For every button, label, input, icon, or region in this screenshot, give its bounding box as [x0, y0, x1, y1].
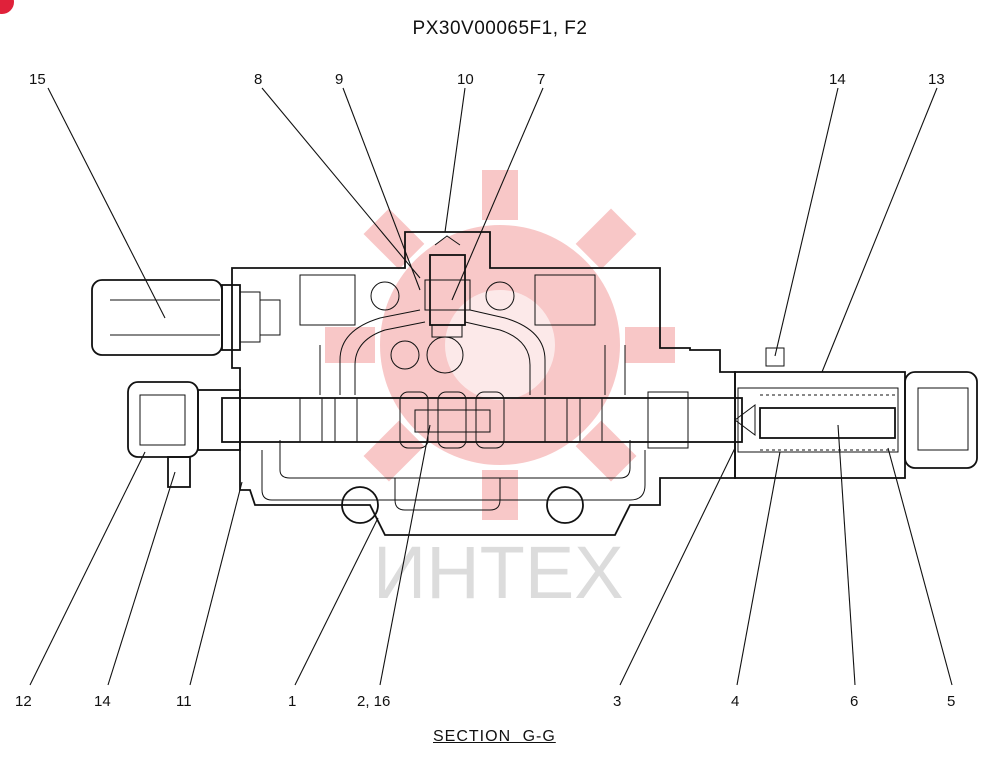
- callout-1: 1: [288, 693, 296, 710]
- watermark-gear: [325, 170, 675, 520]
- callout-10: 10: [457, 71, 474, 88]
- left-end-cap: [91, 279, 281, 356]
- callout-7: 7: [537, 71, 545, 88]
- spool: [221, 391, 743, 449]
- callout-3: 3: [613, 693, 621, 710]
- callout-11: 11: [176, 693, 192, 710]
- leader-lines: [29, 87, 953, 686]
- watermark-text: ИНТЕХ: [373, 531, 624, 614]
- check-valve: [424, 235, 471, 338]
- callout-12: 12: [15, 693, 32, 710]
- callout-6: 6: [850, 693, 858, 710]
- spring-housing: [734, 347, 978, 479]
- callouts-bottom: 12 14 11 1 2, 16 3 4 6 5: [15, 693, 955, 710]
- callout-5: 5: [947, 693, 955, 710]
- callout-2-16: 2, 16: [357, 693, 390, 710]
- callouts-top: 15 8 9 10 7 14 13: [29, 71, 945, 88]
- left-spool-cap: [127, 381, 241, 488]
- callout-15: 15: [29, 71, 46, 88]
- valve-body: [231, 231, 736, 536]
- callout-9: 9: [335, 71, 343, 88]
- callout-14-top: 14: [829, 71, 846, 88]
- callout-13: 13: [928, 71, 945, 88]
- callout-4: 4: [731, 693, 739, 710]
- callout-14-bottom: 14: [94, 693, 111, 710]
- callout-8: 8: [254, 71, 262, 88]
- drawing-title: PX30V00065F1, F2: [412, 18, 588, 39]
- section-caption: SECTION G-G: [433, 728, 556, 745]
